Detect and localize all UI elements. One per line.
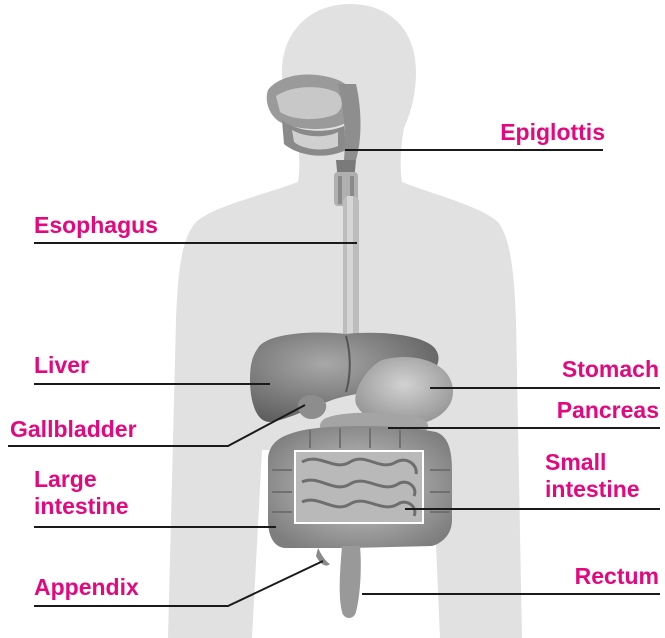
label-large-intestine: Large intestine bbox=[34, 466, 129, 520]
label-gallbladder: Gallbladder bbox=[10, 416, 137, 443]
label-pancreas: Pancreas bbox=[557, 397, 659, 424]
label-stomach: Stomach bbox=[562, 356, 659, 383]
label-small-intestine-line2: intestine bbox=[545, 476, 640, 503]
label-small-intestine-line1: Small bbox=[545, 449, 640, 476]
label-epiglottis: Epiglottis bbox=[500, 119, 605, 146]
label-large-intestine-line1: Large bbox=[34, 466, 129, 493]
label-large-intestine-line2: intestine bbox=[34, 493, 129, 520]
label-liver: Liver bbox=[34, 352, 89, 379]
small-intestine bbox=[296, 452, 422, 522]
label-esophagus: Esophagus bbox=[34, 212, 158, 239]
rectum bbox=[340, 546, 361, 618]
label-small-intestine: Small intestine bbox=[545, 449, 640, 503]
label-rectum: Rectum bbox=[575, 563, 659, 590]
label-appendix: Appendix bbox=[34, 574, 139, 601]
